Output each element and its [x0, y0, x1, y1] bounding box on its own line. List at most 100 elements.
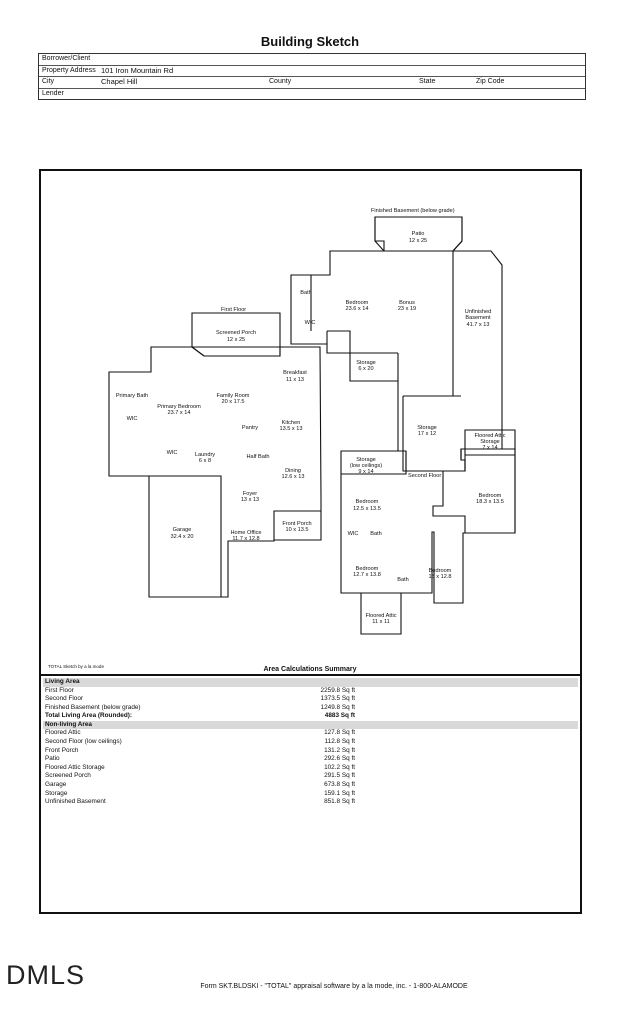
breakfast-label: Breakfast [283, 370, 307, 376]
bedroom-2b-dim: 18.3 x 13.5 [476, 499, 504, 505]
bedroom-2a-label: Bedroom [356, 499, 379, 505]
bath-b-label: Bath [300, 290, 312, 296]
table-row: Floored Attic Storage 102.2 Sq ft [43, 764, 578, 773]
row-value: 112.8 Sq ft [324, 737, 355, 745]
lender-row: Lender [39, 89, 585, 100]
floored-attic-label: Floored Attic [365, 613, 396, 619]
row-label: Second Floor (low ceilings) [45, 737, 122, 745]
wic-1-label: WIC [127, 416, 138, 422]
home-office-dim: 11.7 x 12.8 [232, 536, 259, 542]
row-value: 131.2 Sq ft [324, 746, 355, 754]
storage-b2-dim: 17 x 12 [418, 431, 436, 437]
bath-3-label: Bath [397, 577, 409, 583]
wic-b-label: WIC [305, 320, 316, 326]
garage-label: Garage [173, 527, 192, 533]
property-value: 101 Iron Mountain Rd [101, 65, 174, 75]
nonliving-area-header: Non-living Area [43, 720, 578, 730]
form-footer: Form SKT.BLDSKI - "TOTAL" appraisal soft… [200, 983, 468, 990]
front-porch-label: Front Porch [282, 521, 311, 527]
screened-porch-label: Screened Porch [216, 330, 256, 336]
floored-attic-outline [360, 592, 402, 635]
primary-bedroom-label: Primary Bedroom [157, 404, 201, 410]
bedroom-2d-dim: 15 x 12.8 [428, 574, 451, 580]
basement-title: Finished Basement (below grade) [371, 208, 455, 214]
row-value: 1249.8 Sq ft [320, 703, 355, 711]
city-value: Chapel Hill [101, 77, 138, 86]
state-label: State [419, 78, 436, 85]
summary-title: Area Calculations Summary [263, 666, 357, 673]
front-porch-dim: 10 x 13.5 [285, 527, 308, 533]
kitchen-label: Kitchen [282, 420, 301, 426]
primary-bath-label: Primary Bath [116, 393, 148, 399]
header-table: Borrower/Client Property Address 101 Iro… [38, 53, 586, 100]
screened-porch-dim: 12 x 25 [227, 337, 245, 343]
pantry-label: Pantry [242, 425, 258, 431]
bath-2-label: Bath [370, 531, 382, 537]
attic-storage-label-2: Storage [480, 439, 500, 445]
attic-storage-dim: 7 x 14 [482, 445, 497, 451]
table-row: Second Floor (low ceilings) 112.8 Sq ft [43, 738, 578, 747]
storage-low-label: Storage [356, 457, 376, 463]
table-row: Second Floor 1373.5 Sq ft [43, 695, 578, 704]
total-label: Total Living Area (Rounded): [45, 712, 132, 720]
county-label: County [269, 78, 292, 85]
row-label: Patio [45, 755, 60, 763]
table-row: Screened Porch 291.5 Sq ft [43, 772, 578, 781]
table-row: Unfinished Basement 851.8 Sq ft [43, 798, 578, 807]
bedroom-2d-label: Bedroom [429, 568, 452, 574]
primary-bedroom-dim: 23.7 x 14 [167, 410, 190, 416]
borrower-label: Borrower/Client [42, 55, 91, 62]
living-area-header: Living Area [43, 678, 578, 687]
property-label: Property Address [42, 66, 96, 74]
storage-low-label-2: (low ceilings) [350, 463, 382, 469]
home-office-label: Home Office [231, 530, 262, 536]
bedroom-2c-label: Bedroom [356, 566, 379, 572]
table-row: First Floor 2259.8 Sq ft [43, 687, 578, 696]
storage-b-dim: 6 x 20 [358, 366, 373, 372]
family-room-label: Family Room [217, 393, 250, 399]
table-row: Floored Attic 127.8 Sq ft [43, 729, 578, 738]
floor-plan-svg: Finished Basement (below grade) First Fl… [108, 208, 516, 635]
unfinished-dim: 41.7 x 13 [466, 322, 489, 328]
foyer-dim: 13 x 13 [241, 497, 259, 503]
garage-wall [149, 475, 222, 597]
row-label: Screened Porch [45, 772, 91, 780]
dining-dim: 12.6 x 13 [281, 474, 304, 480]
row-label: Front Porch [45, 746, 79, 754]
table-row: Front Porch 131.2 Sq ft [43, 747, 578, 756]
dining-label: Dining [285, 468, 301, 474]
wic-2-label: WIC [167, 450, 178, 456]
storage-low-dim: 9 x 14 [358, 469, 373, 475]
floor-plan: Finished Basement (below grade) First Fl… [41, 171, 580, 674]
row-value: 127.8 Sq ft [324, 729, 355, 737]
row-label: Second Floor [45, 695, 84, 703]
bedroom-2b-label: Bedroom [479, 493, 502, 499]
row-label: First Floor [45, 686, 74, 694]
total-value: 4883 Sq ft [324, 712, 355, 720]
first-floor-title: First Floor [221, 307, 246, 313]
floored-attic-storage-outline [432, 429, 516, 534]
city-row: City Chapel Hill County State Zip Code [39, 77, 585, 89]
foyer-label: Foyer [243, 491, 257, 497]
property-row: Property Address 101 Iron Mountain Rd [39, 65, 585, 77]
row-value: 292.6 Sq ft [324, 755, 355, 763]
city-label: City [42, 78, 55, 85]
row-label: Floored Attic Storage [45, 763, 105, 771]
row-value: 102.2 Sq ft [324, 763, 355, 771]
zip-label: Zip Code [476, 78, 505, 85]
row-value: 159.1 Sq ft [324, 789, 355, 797]
basement-outline [290, 216, 503, 472]
garage-dim: 32.4 x 20 [170, 534, 193, 540]
bedroom-b-dim: 23.6 x 14 [345, 306, 368, 312]
unfinished-label: Unfinished [465, 309, 491, 315]
row-label: Floored Attic [45, 729, 81, 737]
wall-2 [327, 330, 351, 353]
row-value: 1373.5 Sq ft [320, 695, 355, 703]
row-value: 291.5 Sq ft [324, 772, 355, 780]
table-row: Garage 673.8 Sq ft [43, 781, 578, 790]
table-row: Patio 292.6 Sq ft [43, 755, 578, 764]
lender-label: Lender [42, 89, 64, 97]
borrower-row: Borrower/Client [39, 54, 585, 66]
row-label: Garage [45, 780, 67, 788]
bedroom-2a-dim: 12.5 x 13.5 [353, 506, 381, 512]
